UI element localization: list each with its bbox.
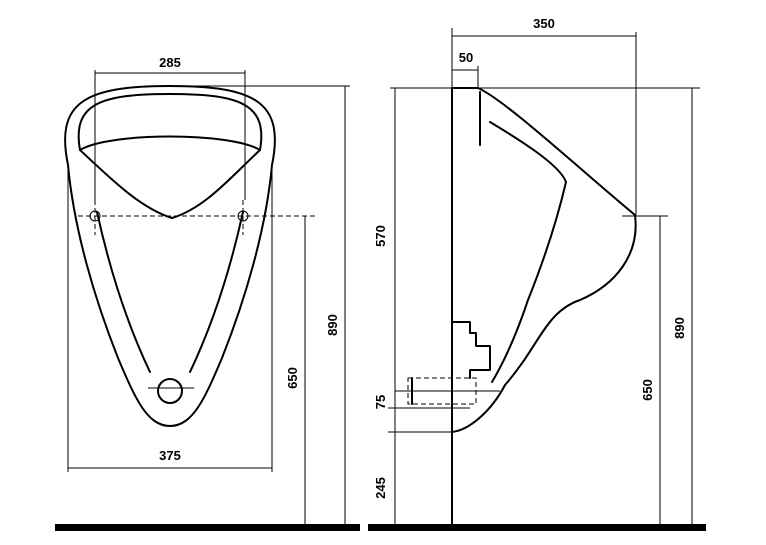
dim-570-label: 570 <box>373 225 388 247</box>
dim-890-side-label: 890 <box>672 317 687 339</box>
dim-75-label: 75 <box>373 395 388 409</box>
dim-890-front-label: 890 <box>325 314 340 336</box>
side-trap-bracket <box>451 321 491 379</box>
front-rim-inner <box>77 93 263 219</box>
dim-350-label: 350 <box>533 16 555 31</box>
dim-650-side-label: 650 <box>640 379 655 401</box>
front-drain-circle <box>157 378 183 404</box>
dim-285-label: 285 <box>159 55 181 70</box>
front-outer-outline <box>64 85 276 427</box>
side-bowl-inner <box>489 121 567 383</box>
front-bowl-left <box>96 211 151 373</box>
dim-375-label: 375 <box>159 448 181 463</box>
front-view: 285 375 890 650 <box>55 55 360 531</box>
side-body-outline <box>451 87 637 433</box>
dim-650-front-label: 650 <box>285 367 300 389</box>
dim-50-label: 50 <box>459 50 473 65</box>
front-bowl-right <box>189 211 244 373</box>
side-view: 350 50 570 75 245 650 890 <box>368 16 706 531</box>
front-floor-line <box>55 524 360 531</box>
side-floor-line <box>368 524 706 531</box>
dim-245-label: 245 <box>373 477 388 499</box>
front-bowl-back <box>79 135 261 151</box>
